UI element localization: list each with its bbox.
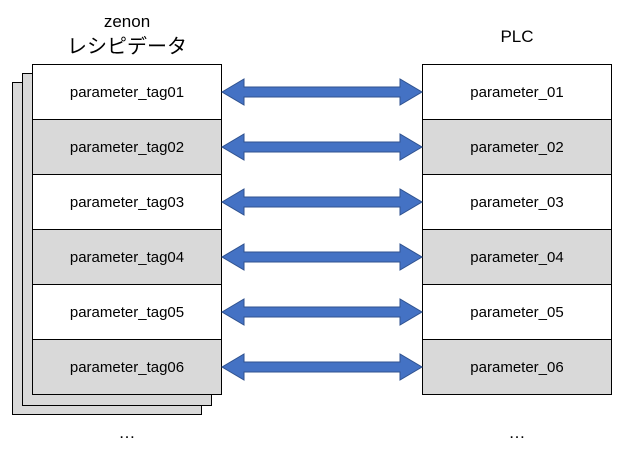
plc-row-5: parameter_05 — [423, 285, 611, 340]
double-arrow-1 — [221, 78, 423, 106]
double-arrow-3 — [221, 188, 423, 216]
zenon-row-label: parameter_tag03 — [69, 193, 185, 211]
zenon-row-label: parameter_tag05 — [69, 303, 185, 321]
plc-row-label: parameter_02 — [470, 138, 564, 156]
zenon-row-4: parameter_tag04 — [33, 230, 221, 285]
double-arrow-5 — [221, 298, 423, 326]
plc-row-label: parameter_05 — [470, 303, 564, 321]
double-arrow-2 — [221, 133, 423, 161]
zenon-ellipsis: … — [118, 423, 136, 442]
plc-row-2: parameter_02 — [423, 120, 611, 175]
plc-ellipsis: … — [508, 423, 526, 442]
plc-title: PLC — [500, 27, 534, 46]
plc-row-4: parameter_04 — [423, 230, 611, 285]
zenon-recipe-data-title: レシピデータ — [67, 36, 187, 58]
plc-row-label: parameter_03 — [470, 193, 564, 211]
plc-row-3: parameter_03 — [423, 175, 611, 230]
zenon-title: zenon — [103, 12, 151, 31]
double-arrow-6 — [221, 353, 423, 381]
zenon-row-6: parameter_tag06 — [33, 340, 221, 394]
zenon-row-5: parameter_tag05 — [33, 285, 221, 340]
plc-row-label: parameter_01 — [470, 83, 564, 101]
zenon-row-2: parameter_tag02 — [33, 120, 221, 175]
zenon-row-3: parameter_tag03 — [33, 175, 221, 230]
double-arrow-4 — [221, 243, 423, 271]
zenon-row-label: parameter_tag06 — [69, 358, 185, 376]
plc-row-1: parameter_01 — [423, 65, 611, 120]
zenon-row-label: parameter_tag04 — [69, 248, 185, 266]
zenon-row-label: parameter_tag01 — [69, 83, 185, 101]
plc-row-label: parameter_06 — [470, 358, 564, 376]
zenon-recipe-table: parameter_tag01 parameter_tag02 paramete… — [32, 64, 222, 395]
plc-row-6: parameter_06 — [423, 340, 611, 394]
zenon-row-1: parameter_tag01 — [33, 65, 221, 120]
plc-row-label: parameter_04 — [470, 248, 564, 266]
zenon-row-label: parameter_tag02 — [69, 138, 185, 156]
plc-parameter-table: parameter_01 parameter_02 parameter_03 p… — [422, 64, 612, 395]
